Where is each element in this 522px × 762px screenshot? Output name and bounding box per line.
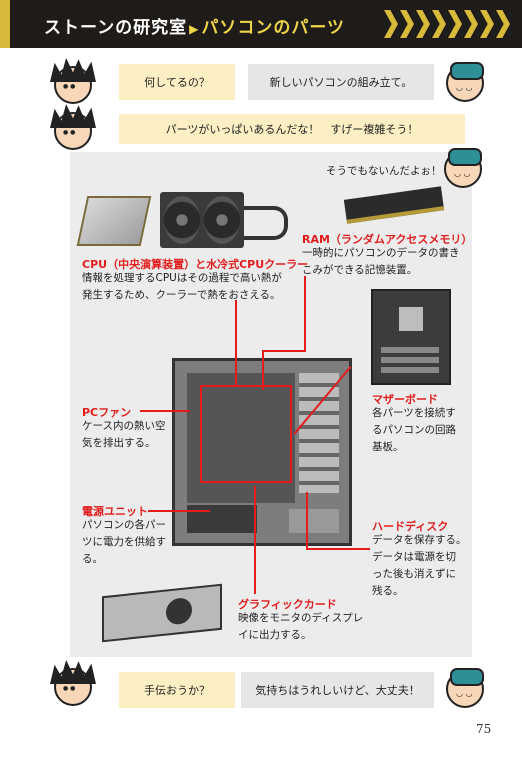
- cpu-illustration: [76, 196, 152, 246]
- desc-line: ツに電力を供給す: [82, 536, 166, 548]
- speech-bubble: 手伝おうか？: [119, 672, 235, 708]
- ram-label: RAM（ランダムアクセスメモリ）: [302, 233, 473, 246]
- stone-avatar: [54, 668, 92, 706]
- leader-line: [254, 486, 256, 594]
- page-header: ストーンの研究室▶パソコンのパーツ: [0, 0, 522, 48]
- pc-fan-description: ケース内の熱い空 気を排出する。: [82, 418, 165, 452]
- leader-line: [304, 276, 306, 352]
- stone-avatar: [54, 112, 92, 150]
- stone-avatar: [54, 66, 92, 104]
- desc-line: 一時的にパソコンのデータの書き: [302, 247, 460, 259]
- dialog-text: 何してるの？: [144, 76, 210, 89]
- motherboard-label: マザーボード: [372, 393, 438, 406]
- dialog-text: 気持ちはうれしいけど、大丈夫！: [255, 684, 420, 697]
- cpu-label: CPU（中央演算装置）と水冷式CPUクーラー: [82, 258, 309, 271]
- ram-description: 一時的にパソコンのデータの書き こみができる記憶装置。: [302, 245, 460, 279]
- dialog-text: パーツがいっぱいあるんだな！ すげー複雑そう！: [165, 123, 419, 136]
- desc-line: 基板。: [372, 441, 404, 453]
- goggle-boy-avatar: [446, 62, 484, 102]
- speech-bubble: パーツがいっぱいあるんだな！ すげー複雑そう！: [119, 114, 465, 144]
- chevron-right-icon: [400, 10, 414, 38]
- psu-label: 電源ユニット: [82, 505, 148, 518]
- leader-line: [235, 300, 237, 386]
- chevron-right-icon: [480, 10, 494, 38]
- leader-line: [148, 510, 210, 512]
- motherboard-illustration: [371, 289, 451, 385]
- desc-line: 残る。: [372, 585, 404, 597]
- cpu-cooler-illustration: [160, 192, 244, 248]
- dialog-text: 手伝おうか？: [144, 684, 210, 697]
- gpu-description: 映像をモニタのディスプレ イに出力する。: [238, 610, 363, 644]
- desc-line: データは電源を切: [372, 551, 456, 563]
- desc-line: るパソコンの回路: [372, 424, 456, 436]
- hdd-description: データを保存する。 データは電源を切 った後も消えずに 残る。: [372, 532, 467, 600]
- leader-line: [262, 350, 306, 352]
- desc-line: 情報を処理するCPUはその過程で高い熱が: [82, 272, 282, 284]
- chevron-right-icon: [416, 10, 430, 38]
- chevron-right-icon: [496, 10, 510, 38]
- chevron-right-icon: [464, 10, 478, 38]
- triangle-icon: ▶: [189, 22, 200, 36]
- hdd-illustration: [289, 509, 339, 533]
- header-accent-bar: [0, 0, 10, 48]
- desc-line: 映像をモニタのディスプレ: [238, 612, 364, 624]
- gpu-label: グラフィックカード: [238, 598, 337, 611]
- cpu-highlight-box: [200, 385, 292, 483]
- pc-fan-label: PCファン: [82, 406, 132, 419]
- desc-line: る。: [82, 553, 103, 565]
- dialog-text: 新しいパソコンの組み立て。: [269, 76, 413, 89]
- speech-bubble: 気持ちはうれしいけど、大丈夫！: [241, 672, 434, 708]
- page-title: ストーンの研究室▶パソコンのパーツ: [44, 13, 345, 38]
- speech-bubble: 何してるの？: [119, 64, 235, 100]
- desc-line: イに出力する。: [238, 629, 312, 641]
- chevron-right-icon: [448, 10, 462, 38]
- psu-illustration: [187, 505, 257, 533]
- goggle-boy-avatar: [444, 148, 482, 188]
- desc-line: こみができる記憶装置。: [302, 264, 418, 276]
- desc-line: 気を排出する。: [82, 437, 156, 449]
- title-sub: パソコンのパーツ: [201, 18, 346, 38]
- desc-line: ケース内の熱い空: [82, 420, 166, 432]
- drive-bay: [299, 373, 339, 493]
- leader-line: [140, 410, 190, 412]
- leader-line: [262, 350, 264, 390]
- chevron-decoration: [384, 10, 510, 38]
- reply-text: そうでもないんだよぉ！: [326, 165, 442, 177]
- chevron-right-icon: [384, 10, 398, 38]
- desc-line: 各パーツを接続す: [372, 407, 456, 419]
- desc-line: 発生するため、クーラーで熱をおさえる。: [82, 289, 281, 301]
- fan-icon: [204, 196, 240, 244]
- leader-line: [306, 548, 370, 550]
- cooler-tube-illustration: [244, 206, 288, 240]
- desc-line: った後も消えずに: [372, 568, 456, 580]
- page-number: 75: [476, 722, 492, 736]
- desc-line: データを保存する。: [372, 534, 467, 546]
- cpu-description: 情報を処理するCPUはその過程で高い熱が 発生するため、クーラーで熱をおさえる。: [82, 270, 282, 304]
- hdd-label: ハードディスク: [372, 520, 449, 533]
- leader-line: [306, 492, 308, 550]
- fan-icon: [164, 196, 200, 244]
- goggle-boy-avatar: [446, 668, 484, 708]
- motherboard-description: 各パーツを接続す るパソコンの回路 基板。: [372, 405, 456, 456]
- desc-line: パソコンの各パー: [82, 519, 166, 531]
- speech-bubble: 新しいパソコンの組み立て。: [248, 64, 434, 100]
- psu-description: パソコンの各パー ツに電力を供給す る。: [82, 517, 166, 568]
- title-main: ストーンの研究室: [44, 18, 188, 38]
- chevron-right-icon: [432, 10, 446, 38]
